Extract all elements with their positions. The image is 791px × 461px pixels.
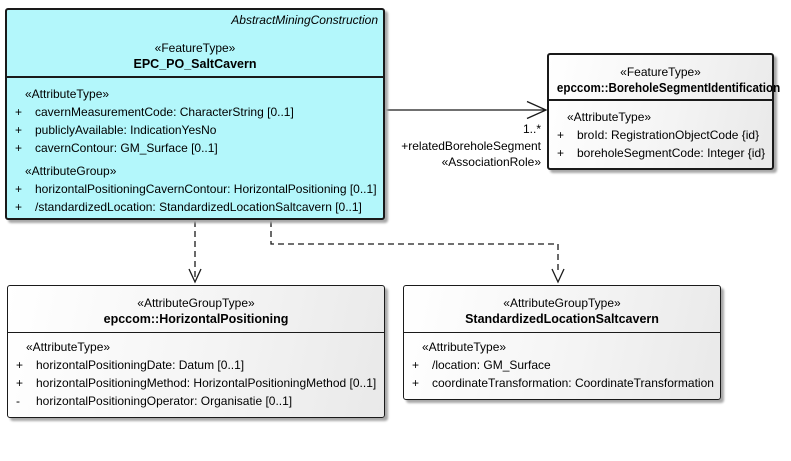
class-box-horizontal-positioning[interactable]: «AttributeGroupType» epccom::HorizontalP…	[7, 285, 385, 418]
attribute-row[interactable]: + /location: GM_Surface	[404, 356, 720, 374]
class-stereotype: «AttributeGroupType»	[137, 296, 255, 310]
section-stereotype: «AttributeGroup»	[25, 164, 117, 178]
visibility-marker: +	[16, 376, 24, 390]
visibility-marker: +	[16, 358, 24, 372]
class-name: epccom::BoreholeSegmentIdentification	[556, 81, 781, 95]
class-stereotype: «FeatureType»	[620, 65, 701, 79]
visibility-marker: +	[15, 200, 23, 214]
attributes-compartment: «AttributeType» + /location: GM_Surface …	[404, 339, 720, 392]
attribute-row[interactable]: + cavernMeasurementCode: CharacterString…	[7, 103, 383, 121]
attribute-row[interactable]: + horizontalPositioningDate: Datum [0..1…	[8, 356, 384, 374]
class-box-standardized-location-saltcavern[interactable]: «AttributeGroupType» StandardizedLocatio…	[403, 285, 721, 400]
attribute-text: publiclyAvailable: IndicationYesNo	[35, 123, 217, 137]
attribute-text: cavernMeasurementCode: CharacterString […	[35, 105, 294, 119]
visibility-marker: +	[15, 105, 23, 119]
open-arrowhead-icon	[188, 268, 202, 284]
attribute-text: horizontalPositioningCavernContour: Hori…	[35, 182, 377, 196]
association-stereotype: «AssociationRole»	[441, 155, 541, 169]
association-role-name[interactable]: +relatedBoreholeSegment	[401, 138, 541, 153]
attribute-row[interactable]: + cavernContour: GM_Surface [0..1]	[7, 139, 383, 157]
attribute-row[interactable]: + horizontalPositioningMethod: Horizonta…	[8, 374, 384, 392]
association-multiplicity[interactable]: 1..*	[522, 122, 541, 136]
visibility-marker: +	[15, 123, 23, 137]
visibility-marker: +	[557, 128, 565, 142]
class-name: epccom::HorizontalPositioning	[103, 312, 289, 326]
class-stereotype: «AttributeGroupType»	[503, 296, 621, 310]
attribute-text: cavernContour: GM_Surface [0..1]	[35, 141, 218, 155]
attribute-row[interactable]: + broId: RegistrationObjectCode {id}	[549, 126, 772, 144]
attribute-row[interactable]: + /standardizedLocation: StandardizedLoc…	[7, 198, 383, 216]
attribute-text: horizontalPositioningMethod: HorizontalP…	[36, 376, 377, 390]
class-box-borehole-segment-identification[interactable]: «FeatureType» epccom::BoreholeSegmentIde…	[547, 53, 781, 170]
visibility-marker: +	[412, 358, 420, 372]
attribute-text: /standardizedLocation: StandardizedLocat…	[35, 200, 362, 214]
association-labels: 1..* +relatedBoreholeSegment «Associatio…	[385, 121, 541, 171]
attribute-row[interactable]: + publiclyAvailable: IndicationYesNo	[7, 121, 383, 139]
section-stereotype: «AttributeType»	[25, 87, 110, 101]
section-stereotype: «AttributeType»	[567, 110, 652, 124]
visibility-marker: -	[16, 394, 20, 408]
class-box-epc-po-saltcavern[interactable]: AbstractMiningConstruction «FeatureType»…	[5, 8, 385, 220]
attribute-text: boreholeSegmentCode: Integer {id}	[577, 146, 766, 160]
visibility-marker: +	[15, 182, 23, 196]
section-stereotype: «AttributeType»	[26, 340, 111, 354]
attributes-compartment: «AttributeType» + cavernMeasurementCode:…	[7, 86, 383, 216]
attributes-compartment: «AttributeType» + broId: RegistrationObj…	[549, 109, 772, 162]
visibility-marker: +	[557, 146, 565, 160]
class-header: «AttributeGroupType» epccom::HorizontalP…	[8, 286, 384, 333]
attribute-row[interactable]: - horizontalPositioningOperator: Organis…	[8, 392, 384, 410]
open-arrowhead-icon	[551, 268, 565, 284]
section-stereotype: «AttributeType»	[422, 340, 507, 354]
attribute-row[interactable]: + coordinateTransformation: CoordinateTr…	[404, 374, 720, 392]
attribute-text: horizontalPositioningOperator: Organisat…	[36, 394, 293, 408]
visibility-marker: +	[15, 141, 23, 155]
parent-class-label: AbstractMiningConstruction	[231, 13, 378, 27]
class-stereotype: «FeatureType»	[154, 41, 236, 55]
dependency-connector-horizontal-positioning[interactable]	[188, 221, 202, 284]
class-name: EPC_PO_SaltCavern	[133, 57, 257, 71]
visibility-marker: +	[412, 376, 420, 390]
class-header: «FeatureType» epccom::BoreholeSegmentIde…	[549, 55, 781, 101]
attribute-text: horizontalPositioningDate: Datum [0..1]	[36, 358, 245, 372]
class-name: StandardizedLocationSaltcavern	[465, 312, 659, 326]
attribute-text: coordinateTransformation: CoordinateTran…	[432, 376, 714, 390]
attribute-row[interactable]: + horizontalPositioningCavernContour: Ho…	[7, 180, 383, 198]
open-arrowhead-icon	[526, 100, 548, 120]
class-header: AbstractMiningConstruction «FeatureType»…	[7, 10, 383, 78]
association-connector[interactable]	[385, 100, 548, 120]
attribute-text: /location: GM_Surface	[432, 358, 551, 372]
attributes-compartment: «AttributeType» + horizontalPositioningD…	[8, 339, 384, 410]
class-header: «AttributeGroupType» StandardizedLocatio…	[404, 286, 720, 333]
attribute-text: broId: RegistrationObjectCode {id}	[577, 128, 760, 142]
dependency-connector-standardized-location[interactable]	[270, 221, 565, 284]
attribute-row[interactable]: + boreholeSegmentCode: Integer {id}	[549, 144, 772, 162]
